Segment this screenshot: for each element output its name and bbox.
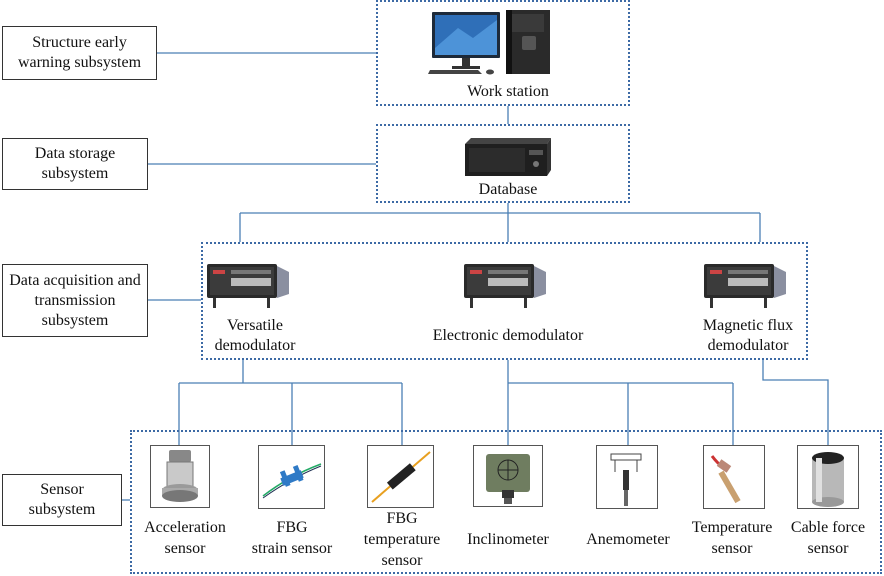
label-storage-subsystem: Data storage subsystem (2, 138, 148, 190)
label-warning-subsystem: Structure early warning subsystem (2, 26, 157, 80)
cable-force-caption-line1: Cable force (790, 519, 866, 536)
label-sensor-text: Sensor subsystem (28, 481, 96, 518)
inclinometer-caption: Inclinometer (467, 531, 549, 548)
link-cable-force (762, 360, 829, 445)
label-acquisition-text: Data acquisition and transmission subsys… (9, 271, 141, 329)
temperature-sensor-image (703, 445, 765, 509)
label-sensor-subsystem: Sensor subsystem (2, 474, 122, 526)
magnetic-demodulator-icon (704, 264, 786, 308)
electronic-demodulator-icon (464, 264, 546, 308)
workstation-caption: Work station (467, 83, 549, 100)
workstation-group (376, 0, 630, 106)
fbg-temp-caption-line2: temperature (363, 531, 441, 548)
label-storage-text: Data storage subsystem (34, 145, 116, 182)
database-server-icon (465, 138, 551, 176)
fbg-strain-sensor-image (258, 445, 325, 509)
anemometer-image (596, 445, 658, 509)
fbg-temp-caption-line1: FBG (386, 510, 418, 527)
electronic-caption: Electronic demodulator (432, 327, 584, 344)
fbg-temp-caption-line3: sensor (381, 552, 423, 569)
temperature-caption-line2: sensor (711, 540, 753, 557)
demodulator-group (201, 242, 808, 360)
versatile-caption-line1: Versatile (227, 317, 283, 334)
acceleration-sensor-image (150, 445, 210, 508)
fbg-strain-caption-line1: FBG (276, 519, 308, 536)
temperature-caption-line1: Temperature (691, 519, 773, 536)
label-acquisition-subsystem: Data acquisition and transmission subsys… (2, 264, 148, 337)
anemometer-caption: Anemometer (586, 531, 670, 548)
inclinometer-image (473, 445, 543, 507)
versatile-caption-line2: demodulator (214, 337, 296, 354)
label-warning-text: Structure early warning subsystem (17, 34, 142, 71)
database-group (376, 124, 630, 203)
magnetic-caption-line1: Magnetic flux (702, 317, 794, 334)
magnetic-caption-line2: demodulator (707, 337, 789, 354)
workstation-icon (428, 10, 550, 75)
versatile-demodulator-icon (207, 264, 289, 308)
fbg-strain-caption-line2: strain sensor (251, 540, 333, 557)
sensor-group (130, 430, 882, 574)
cable-force-caption-line2: sensor (807, 540, 849, 557)
fbg-temperature-sensor-image (367, 445, 434, 508)
acceleration-caption-line1: Acceleration (144, 519, 226, 536)
cable-force-sensor-image (797, 445, 859, 509)
acceleration-caption-line2: sensor (164, 540, 206, 557)
database-caption: Database (478, 181, 538, 198)
